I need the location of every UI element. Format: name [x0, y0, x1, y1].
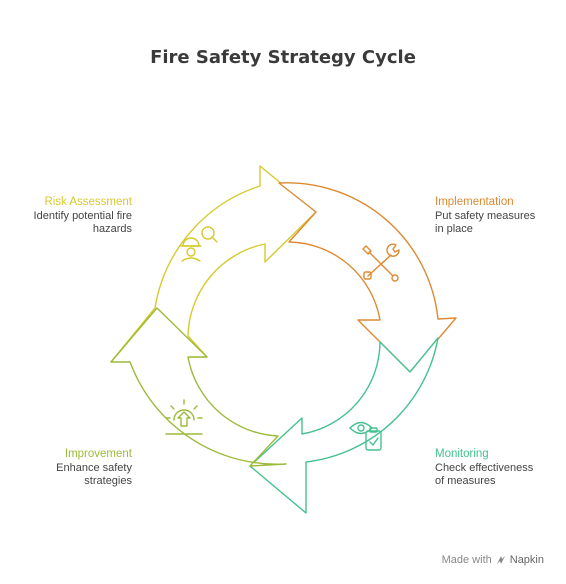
eye-clipboard-icon	[349, 421, 382, 451]
improvement-heading: Improvement	[64, 448, 132, 460]
implementation-description: Put safety measures in place	[435, 210, 536, 235]
monitoring-description: Check effectiveness of measures	[435, 462, 534, 487]
sunrise-arrow-icon	[165, 399, 203, 435]
improvement-description: Enhance safety strategies	[56, 462, 132, 487]
tools-icon	[362, 243, 400, 282]
inspector-magnifier-icon	[180, 226, 218, 262]
risk-assessment-label: Risk Assessment Identify potential fire …	[20, 196, 132, 236]
implementation-label: Implementation Put safety measures in pl…	[435, 196, 555, 236]
implementation-heading: Implementation	[435, 196, 514, 208]
improvement-arrow	[110, 307, 287, 467]
watermark-prefix: Made with	[441, 554, 492, 566]
risk-assessment-heading: Risk Assessment	[44, 196, 132, 208]
monitoring-heading: Monitoring	[435, 448, 489, 460]
monitoring-label: Monitoring Check effectiveness of measur…	[435, 448, 555, 488]
improvement-label: Improvement Enhance safety strategies	[20, 448, 132, 488]
watermark-brand: Napkin	[509, 554, 544, 566]
page-title: Fire Safety Strategy Cycle	[150, 47, 416, 68]
napkin-logo-icon	[496, 556, 505, 564]
implementation-arrow	[278, 182, 457, 373]
watermark[interactable]: Made with Napkin	[442, 554, 544, 566]
risk-assessment-description: Identify potential fire hazards	[33, 210, 132, 235]
